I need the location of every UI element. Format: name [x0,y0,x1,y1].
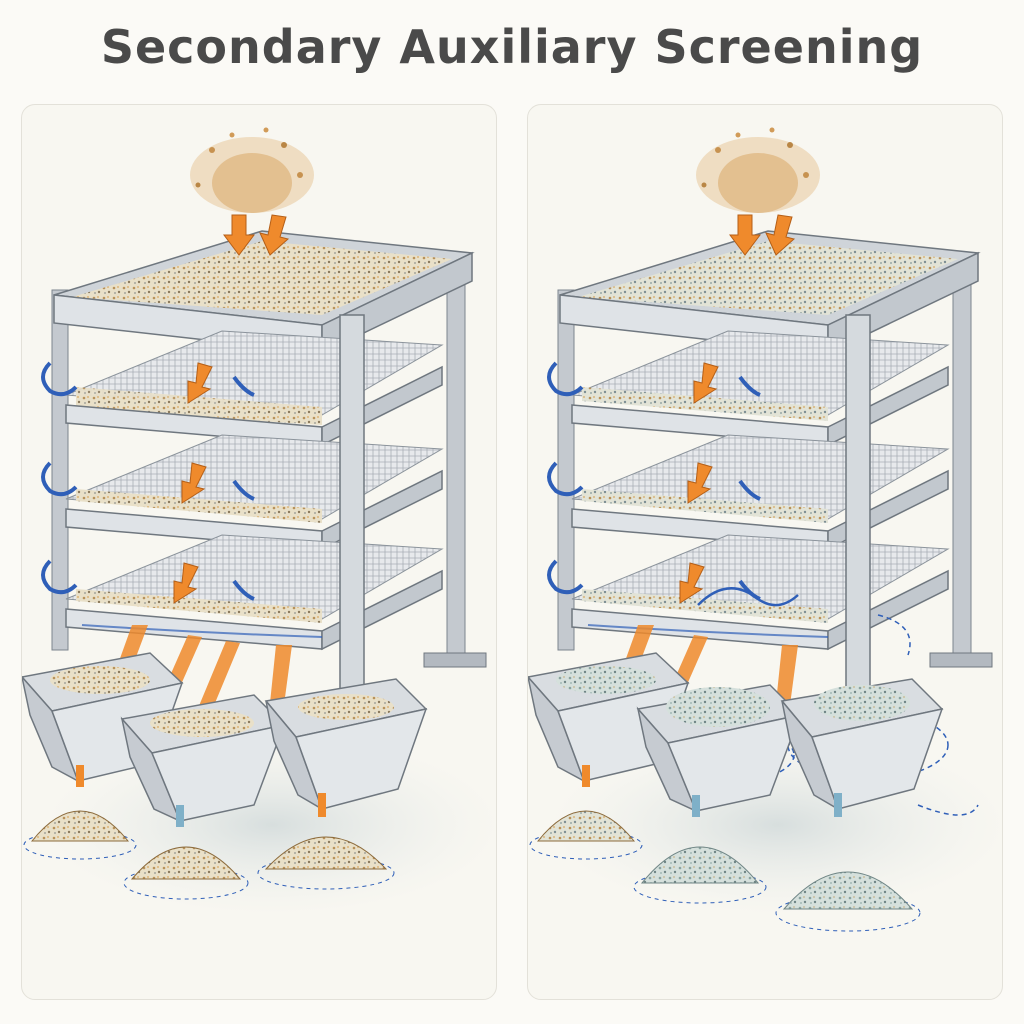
foot-plate [423,652,487,668]
screen-deck-4 [65,534,444,651]
material-pile-2 [123,846,249,900]
screening-illustration-right [528,127,1002,932]
panel-left [21,104,497,1000]
screen-deck-3 [571,434,950,551]
front-post [339,314,365,696]
screen-deck-2 [65,330,444,447]
screen-deck-2 [571,330,950,447]
clamp-clip-icon [547,361,761,601]
panel-right [527,104,1003,1000]
material-pile-1 [23,810,137,860]
foot-plate [929,652,993,668]
rear-post-right [446,269,466,661]
collection-hopper-2 [120,694,286,827]
rear-post-left [51,289,69,651]
collection-hopper-3 [780,678,944,817]
collection-hopper-3 [264,678,428,817]
falling-material-icon [190,127,314,213]
screening-illustration-left [22,127,496,915]
collection-hopper-2 [636,684,802,817]
material-pile-2 [633,846,767,904]
flow-arrow-icon [679,214,796,604]
rear-post-left [557,289,575,651]
screen-deck-3 [65,434,444,551]
clamp-clip-icon [41,361,255,601]
rear-post-right [952,269,972,661]
material-pile-1 [529,810,643,860]
falling-material-icon [696,127,820,213]
top-screen-tray [559,230,981,355]
page-title: Secondary Auxiliary Screening [100,20,924,74]
front-post [845,314,871,696]
material-pile-3 [257,836,395,890]
material-pile-3 [775,871,921,932]
screen-deck-4 [571,534,950,651]
flow-arrow-icon [173,214,290,604]
